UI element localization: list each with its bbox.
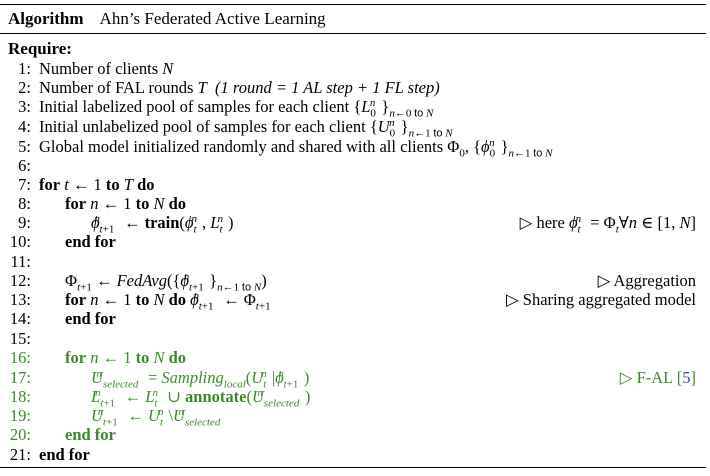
line-number: 4: xyxy=(18,117,31,136)
kw-to: to xyxy=(135,194,150,213)
line-text: Initial unlabelized pool of samples for … xyxy=(39,117,366,136)
line-number: 7: xyxy=(18,175,31,194)
algo-line-12: 12: Φt+1 ← FedAvg({ϕt+1n}n←1 to N) ▷ Agg… xyxy=(0,271,706,293)
kw-to: to xyxy=(135,348,150,367)
algo-line-10: 10: end for xyxy=(0,232,706,251)
line-number: 17: xyxy=(9,368,31,387)
kw-for: for xyxy=(65,194,87,213)
algo-line-13: 13: for n ← 1 to N do ϕt+1n ← Φt+1 ▷ Sha… xyxy=(0,290,706,312)
kw-do: do xyxy=(168,290,187,309)
line-number: 13: xyxy=(9,290,31,309)
line-number: 12: xyxy=(9,271,31,290)
line-number: 15: xyxy=(9,329,31,348)
line-number: 6: xyxy=(18,156,31,175)
algo-line-9: 9: ϕt+1n ← train(ϕtn, Ltn) ▷ here ϕtn = … xyxy=(0,213,706,235)
algo-line-17: 17: Uselectedn = Samplinglocal(Utn|ϕt+1n… xyxy=(0,368,706,391)
algo-line-4: 4: Initial unlabelized pool of samples f… xyxy=(0,117,706,139)
fn-sampling-sub: local xyxy=(223,378,246,391)
top-rule xyxy=(0,4,706,5)
kw-do: do xyxy=(137,175,155,194)
kw-for: for xyxy=(65,290,87,309)
algo-line-3: 3: Initial labelized pool of samples for… xyxy=(0,97,706,119)
comment: ▷ Sharing aggregated model xyxy=(505,290,696,309)
line-text: Number of clients xyxy=(39,59,159,78)
kw-end-for: end for xyxy=(65,309,116,328)
fn-fedavg: FedAvg xyxy=(116,271,167,290)
algo-line-6: 6: xyxy=(0,156,706,175)
line-number: 16: xyxy=(9,348,31,367)
line-number: 9: xyxy=(18,213,31,232)
algo-line-2: 2: Number of FAL rounds T (1 round = 1 A… xyxy=(0,78,706,97)
algo-line-11: 11: xyxy=(0,252,706,271)
line-number: 20: xyxy=(9,425,31,444)
line-text: Number of FAL rounds xyxy=(39,78,194,97)
line-number: 2: xyxy=(18,78,31,97)
line-text: Initial labelized pool of samples for ea… xyxy=(39,97,350,116)
comment: ▷ F-AL xyxy=(619,368,673,387)
line-number: 11: xyxy=(10,252,31,271)
algo-line-21: 21: end for xyxy=(0,445,706,464)
kw-for: for xyxy=(65,348,87,367)
algo-line-7: 7: for t ← 1 to T do xyxy=(0,175,706,194)
kw-do: do xyxy=(168,194,187,213)
line-number: 10: xyxy=(9,232,31,251)
kw-end-for: end for xyxy=(39,445,90,464)
algorithm-label: Algorithm xyxy=(8,9,84,28)
citation-link[interactable]: 5 xyxy=(682,368,691,387)
algo-line-20: 20: end for xyxy=(0,425,706,444)
algo-line-14: 14: end for xyxy=(0,309,706,328)
line-number: 19: xyxy=(9,406,31,425)
algo-line-19: 19: Ut+1n ← Utn\Uselectedn xyxy=(0,406,706,428)
algo-line-8: 8: for n ← 1 to N do xyxy=(0,194,706,213)
algo-line-1: 1: Number of clients N xyxy=(0,59,706,78)
header-rule xyxy=(0,33,706,34)
algo-line-15: 15: xyxy=(0,329,706,348)
round-note: (1 round = 1 AL step + 1 FL step) xyxy=(215,78,440,97)
comment: ▷ here xyxy=(519,213,565,232)
comment: ▷ Aggregation xyxy=(597,271,696,290)
algo-line-5: 5: Global model initialized randomly and… xyxy=(0,137,706,159)
require-label: Require: xyxy=(8,39,72,58)
kw-to: to xyxy=(105,175,120,194)
algo-line-18: 18: Lt+1n ← Ltn ∪ annotate(Uselectedn) xyxy=(0,387,706,409)
algorithm-header: Algorithm Ahn’s Federated Active Learning xyxy=(8,9,326,29)
kw-end-for: end for xyxy=(65,425,116,444)
line-number: 8: xyxy=(18,194,31,213)
fn-annotate: annotate xyxy=(185,387,247,406)
line-number: 14: xyxy=(9,309,31,328)
line-number: 3: xyxy=(18,97,31,116)
fn-sampling: Sampling xyxy=(161,368,224,387)
kw-do: do xyxy=(168,348,187,367)
algorithm-title: Ahn’s Federated Active Learning xyxy=(99,9,326,28)
kw-end-for: end for xyxy=(65,232,116,251)
line-number: 1: xyxy=(18,59,31,78)
line-number: 18: xyxy=(9,387,31,406)
fn-train: train xyxy=(144,213,180,232)
line-number: 21: xyxy=(9,445,31,464)
algo-line-16: 16: for n ← 1 to N do xyxy=(0,348,706,367)
bottom-rule xyxy=(0,467,706,468)
line-text: Global model initialized randomly and sh… xyxy=(39,137,444,156)
kw-to: to xyxy=(135,290,150,309)
kw-for: for xyxy=(39,175,61,194)
line-number: 5: xyxy=(18,137,31,156)
